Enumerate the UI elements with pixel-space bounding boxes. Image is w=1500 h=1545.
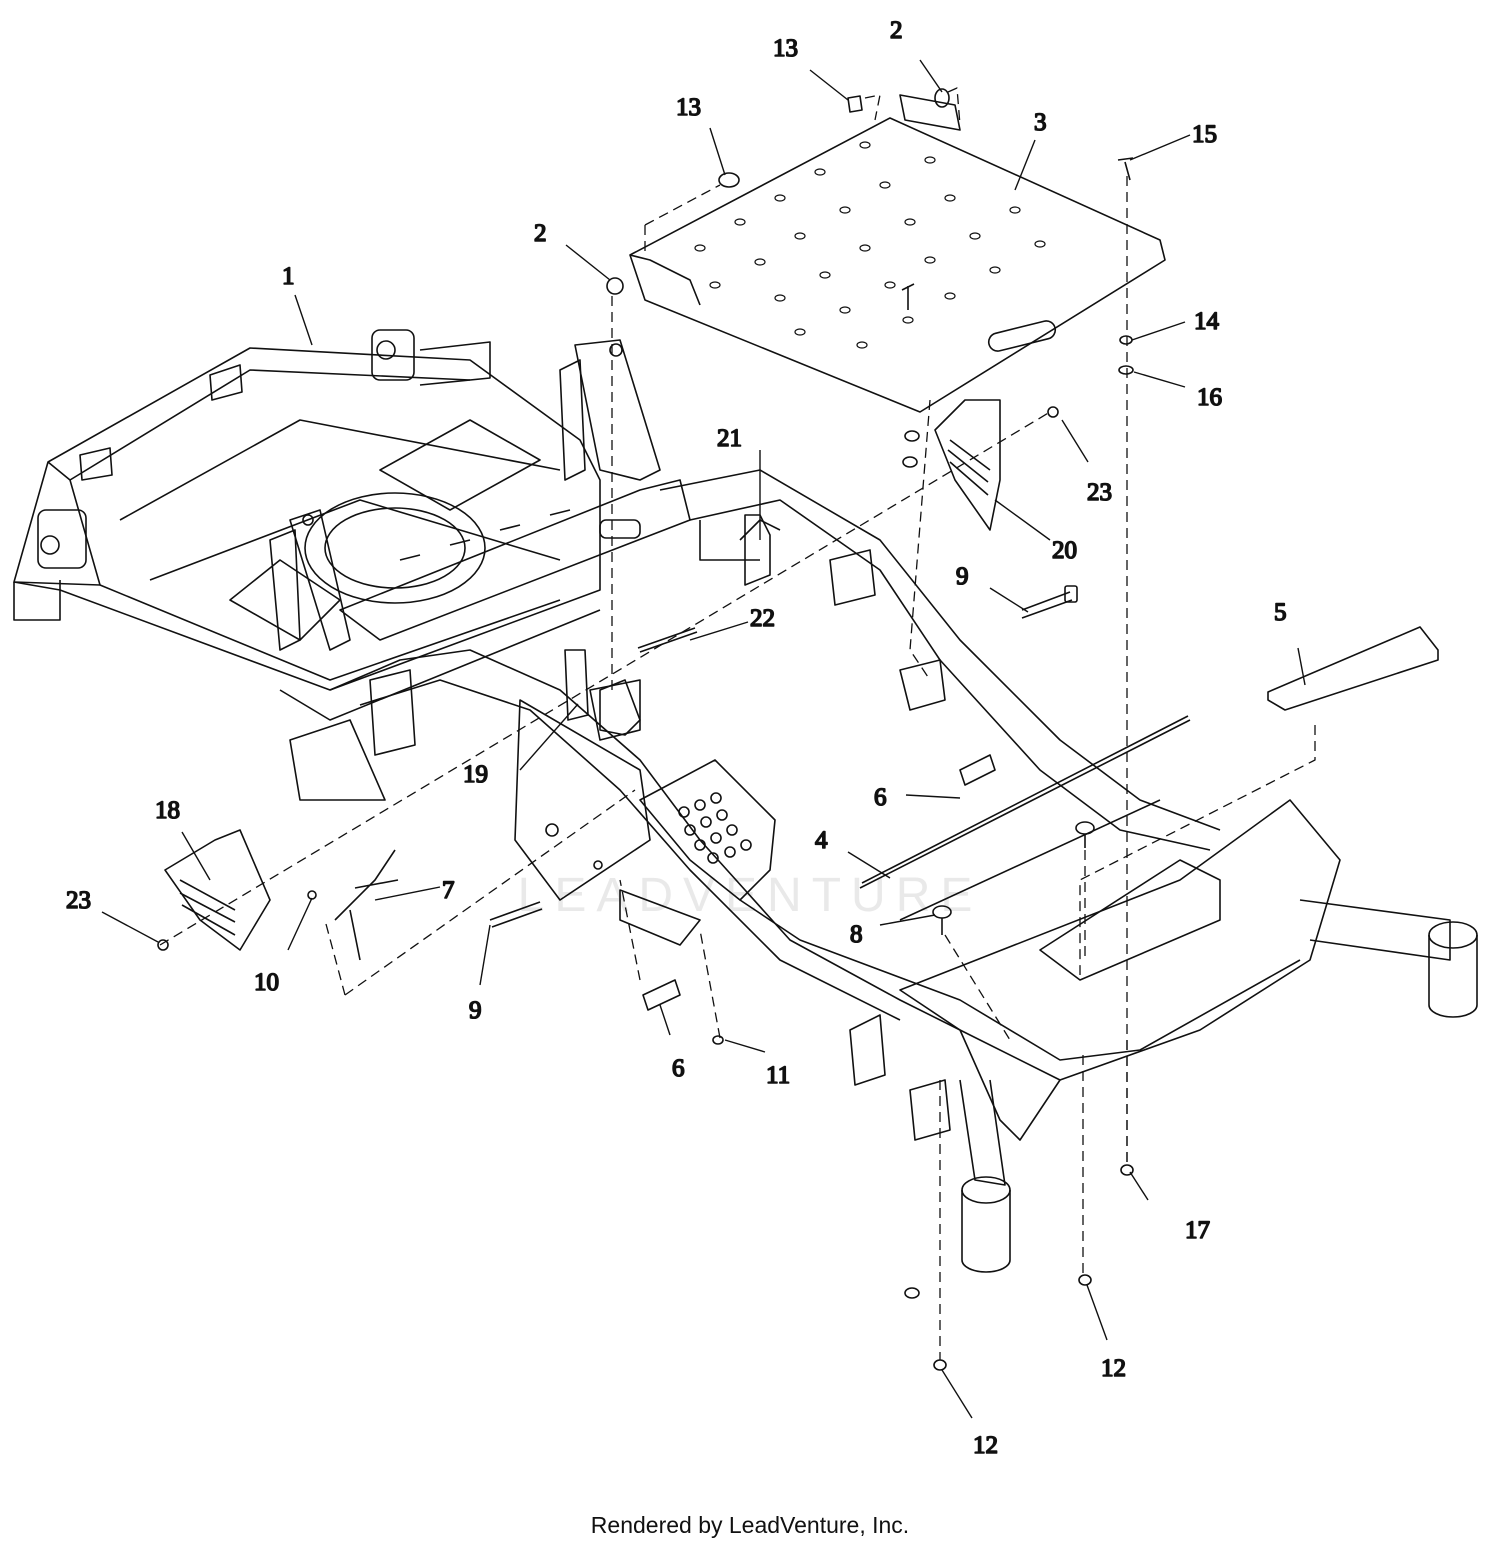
callout-20: 20 [1052, 537, 1077, 564]
callout-9: 9 [469, 997, 482, 1024]
part-floor-plate [629, 94, 1166, 413]
callout-18: 18 [155, 797, 180, 824]
callout-7: 7 [442, 877, 455, 904]
part-rear-frame [13, 329, 691, 721]
callout-5: 5 [1274, 599, 1287, 626]
callout-13: 13 [773, 35, 798, 62]
callouts: 1 2 2 3 4 5 6 6 7 8 9 9 10 11 12 12 13 1… [65, 16, 1287, 1460]
callout-12: 12 [973, 1432, 998, 1459]
callout-14: 14 [1194, 308, 1220, 335]
callout-11: 11 [766, 1062, 790, 1089]
floor-plate-holes [694, 141, 1046, 349]
callout-23: 23 [1087, 479, 1112, 506]
assembly-lines [159, 87, 1316, 1360]
callout-13: 13 [676, 94, 701, 121]
callout-23: 23 [66, 887, 91, 914]
exploded-parts-diagram: 1 2 2 3 4 5 6 6 7 8 9 9 10 11 12 12 13 1… [13, 16, 1478, 1460]
pedal-holes [678, 792, 752, 864]
part-small-hardware [157, 88, 1439, 1371]
callout-8: 8 [850, 921, 863, 948]
callout-21: 21 [717, 425, 742, 452]
callout-17: 17 [1185, 1217, 1210, 1244]
callout-3: 3 [1034, 109, 1047, 136]
callout-15: 15 [1192, 121, 1217, 148]
callout-1: 1 [282, 263, 295, 290]
callout-16: 16 [1197, 384, 1222, 411]
callout-4: 4 [815, 827, 828, 854]
callout-6: 6 [874, 784, 887, 811]
callout-22: 22 [750, 605, 775, 632]
callout-2: 2 [534, 220, 547, 247]
callout-6: 6 [672, 1055, 685, 1082]
callout-10: 10 [254, 969, 279, 996]
leader-lines [101, 59, 1306, 1419]
callout-2: 2 [890, 17, 903, 44]
footer-credit: Rendered by LeadVenture, Inc. [590, 1512, 910, 1538]
callout-9: 9 [956, 563, 969, 590]
callout-19: 19 [463, 761, 488, 788]
part-main-frame [289, 469, 1478, 1273]
callout-12: 12 [1101, 1355, 1126, 1382]
